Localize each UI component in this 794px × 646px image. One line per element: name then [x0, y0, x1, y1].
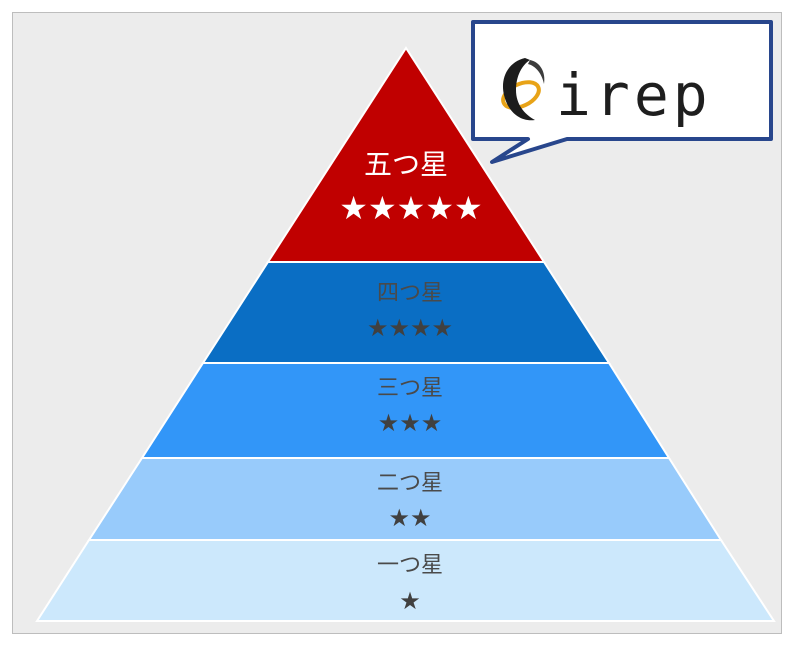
tier-five-star-label: 五つ星 [364, 148, 448, 181]
irep-swirl-logo-icon [501, 58, 545, 121]
tier-four-star-stars: ★★★★ [367, 314, 453, 342]
tier-three-star-label: 三つ星 [377, 376, 443, 401]
pyramid-tier-four-star [201, 261, 611, 364]
tier-four-star-label: 四つ星 [377, 281, 443, 306]
tier-one-star-stars: ★ [399, 587, 421, 615]
tier-two-star-stars: ★★ [388, 504, 431, 532]
irep-logo-wordmark: irep [556, 61, 712, 129]
tier-two-star-label: 二つ星 [377, 471, 443, 496]
pyramid-tier-one-star [35, 539, 776, 622]
tier-one-star-label: 一つ星 [377, 553, 443, 578]
tier-three-star-stars: ★★★ [378, 409, 443, 437]
tier-five-star-stars: ★★★★★ [339, 189, 482, 227]
logo-speech-bubble [471, 20, 773, 164]
